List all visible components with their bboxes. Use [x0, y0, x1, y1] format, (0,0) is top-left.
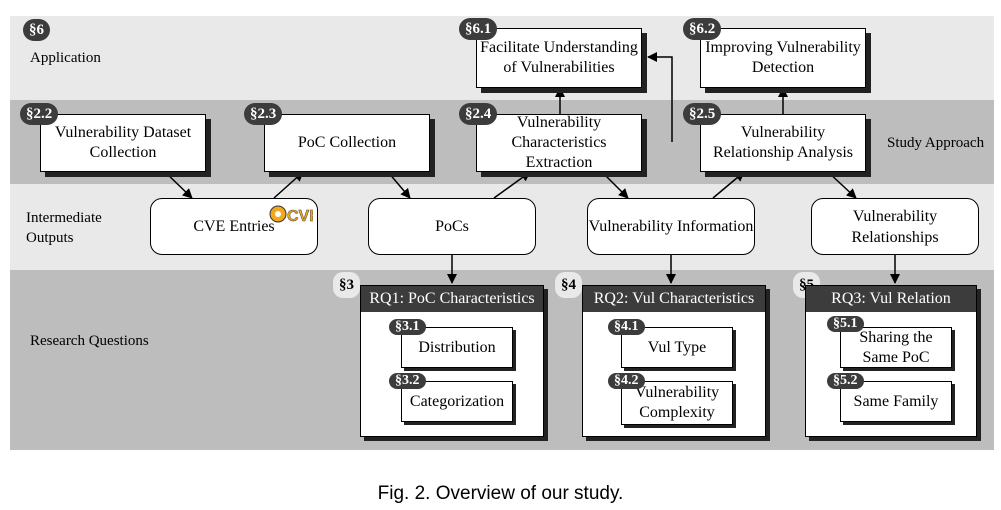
section-4-badge: §4: [555, 272, 582, 298]
section-3-2-badge: §3.2: [389, 373, 426, 389]
section-3-1-badge: §3.1: [389, 319, 426, 335]
rq3-title: RQ3: Vul Relation: [806, 286, 976, 312]
rq1-title: RQ1: PoC Characteristics: [361, 286, 543, 312]
section-4-2-badge: §4.2: [608, 373, 645, 389]
rq2-vul-type-box: Vul Type: [621, 327, 733, 368]
rq2-title: RQ2: Vul Characteristics: [583, 286, 765, 312]
cve-logo-icon: CVE: [269, 205, 313, 225]
section-5-1-badge: §5.1: [827, 316, 864, 332]
cve-entries-node: CVE Entries: [150, 198, 318, 255]
section-2-4-badge: §2.4: [459, 103, 498, 125]
section-2-5-badge: §2.5: [683, 103, 722, 125]
application-label: Application: [30, 50, 101, 66]
section-4-1-badge: §4.1: [608, 319, 645, 335]
vulnerability-information-node: Vulnerability Information: [587, 198, 755, 255]
section-2-2-badge: §2.2: [20, 103, 59, 125]
section-5-2-badge: §5.2: [827, 373, 864, 389]
rq3-same-poc-box: Sharing the Same PoC: [840, 327, 952, 368]
characteristics-extraction-box: Vulnerability Characteristics Extraction: [476, 114, 642, 172]
poc-collection-box: PoC Collection: [264, 114, 430, 172]
relationship-analysis-box: Vulnerability Relationship Analysis: [700, 114, 866, 172]
section-6-2-badge: §6.2: [683, 18, 722, 40]
section-3-badge: §3: [333, 272, 360, 298]
figure-caption: Fig. 2. Overview of our study.: [377, 483, 624, 504]
study-approach-label: Study Approach: [887, 135, 985, 151]
intermediate-outputs-label: Intermediate Outputs: [26, 210, 102, 246]
research-questions-label: Research Questions: [30, 333, 149, 349]
dataset-collection-box: Vulnerability Dataset Collection: [40, 114, 206, 172]
rq1-distribution-box: Distribution: [401, 327, 513, 368]
vulnerability-relationships-node: Vulnerability Relationships: [811, 198, 979, 255]
improving-detection-box: Improving Vulnerability Detection: [700, 28, 866, 88]
section-6-1-badge: §6.1: [459, 18, 498, 40]
svg-text:CVE: CVE: [287, 208, 313, 225]
section-2-3-badge: §2.3: [244, 103, 283, 125]
application-section-badge: §6: [23, 19, 50, 41]
facilitate-understanding-box: Facilitate Understanding of Vulnerabilit…: [476, 28, 642, 88]
pocs-node: PoCs: [368, 198, 536, 255]
